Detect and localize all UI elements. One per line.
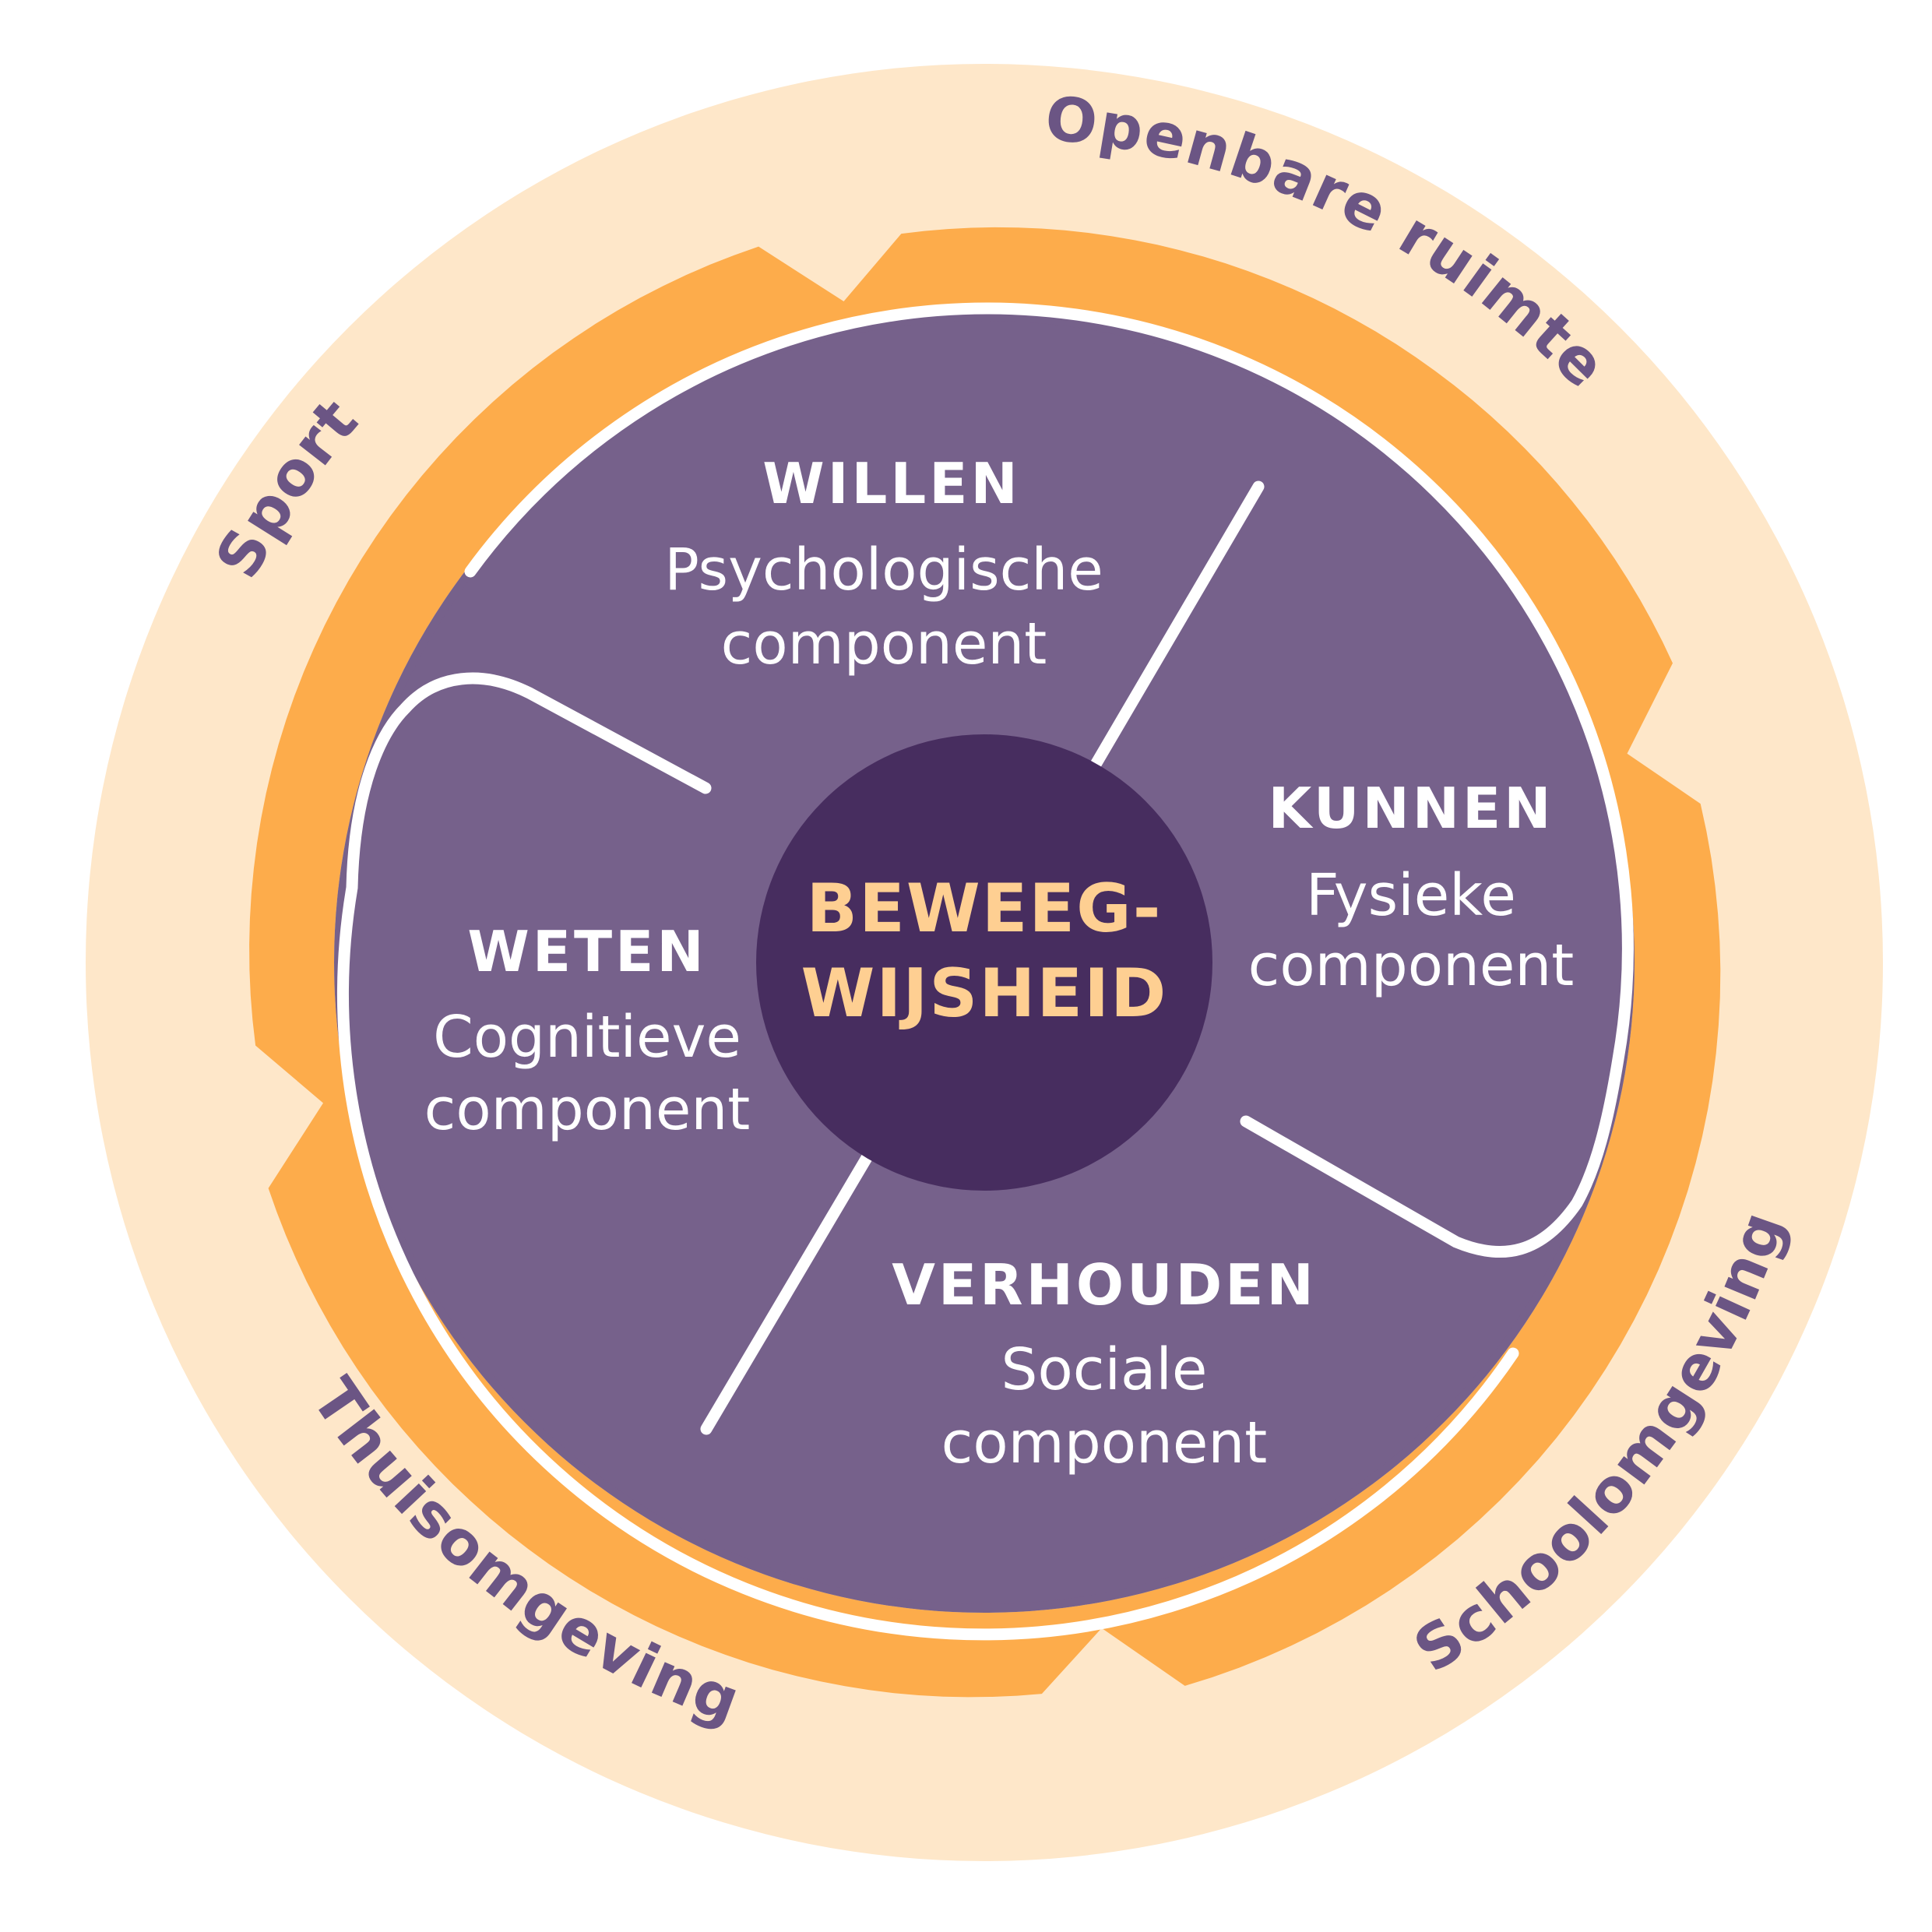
pillar-title: VERHOUDEN: [892, 1252, 1316, 1318]
divider-bottom-left: [700, 1142, 878, 1435]
core-circle: [756, 734, 1212, 1191]
pillar-subtitle: Psychologische: [664, 537, 1103, 604]
divider-top-right: [1088, 480, 1265, 773]
pillar-weten: WETEN Cognitieve component: [424, 919, 751, 1143]
pillar-verhouden: VERHOUDEN Sociale component: [892, 1252, 1316, 1476]
pillar-title: WETEN: [467, 919, 706, 984]
pillar-title: WILLEN: [762, 451, 1020, 516]
pillar-willen: WILLEN Psychologische component: [664, 451, 1103, 677]
pillar-subtitle: component: [721, 611, 1047, 677]
swoosh-top-right: [464, 302, 1634, 1258]
pillar-title: KUNNEN: [1269, 776, 1554, 841]
core-title-line1: BEWEEG-: [807, 870, 1163, 948]
pillar-kunnen: KUNNEN Fysieke component: [1248, 776, 1575, 999]
pillar-subtitle: Cognitieve: [433, 1004, 741, 1071]
pillar-subtitle: Fysieke: [1306, 862, 1516, 929]
pillar-subtitle: component: [424, 1076, 751, 1143]
pillar-subtitle: component: [941, 1409, 1268, 1476]
pillar-subtitle: component: [1248, 932, 1575, 999]
pillar-subtitle: Sociale: [1001, 1336, 1208, 1403]
swoosh-bottom-left: [337, 672, 1519, 1641]
core-title-line2: WIJSHEID: [801, 955, 1168, 1033]
